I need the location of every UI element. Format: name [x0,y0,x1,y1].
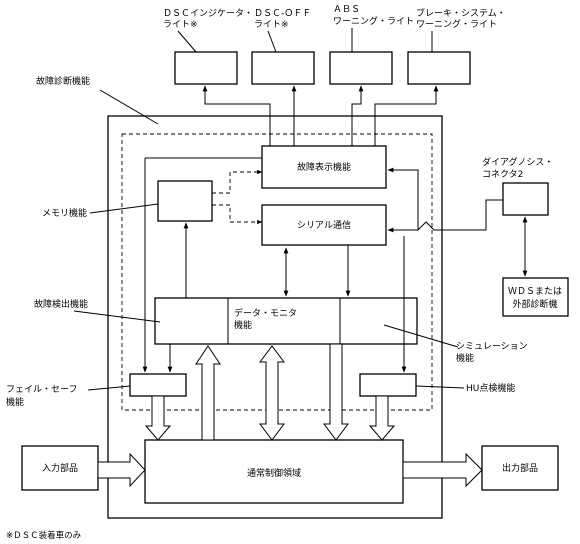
monitor-control-bidir-fat-arrow [259,345,285,441]
footnote: ※ＤＳＣ装着車のみ [6,530,82,541]
lamp-abs-warning-box [329,51,393,85]
arrow-to-abs [351,85,364,146]
memory-block [157,180,213,222]
fault-diagnosis-leader [99,89,159,125]
wds-line1: ＷＤＳまたは [508,286,562,297]
control-to-output-fat-arrow [402,452,483,488]
svg-text:ライト※: ライト※ [254,19,289,30]
serial-comm-text: シリアル通信 [297,219,351,231]
output-parts-text: 出力部品 [502,462,538,474]
memory-label: メモリ機能 [42,207,87,219]
svg-text:ライト※: ライト※ [163,19,198,30]
svg-text:ワーニング・ライト: ワーニング・ライト [333,15,414,27]
fault-display-text: 故障表示機能 [297,161,351,173]
lamp-dsc-indicator-label: ＤＳＣインジケータ・ ライト※ [163,8,253,30]
simulation-leader [383,324,459,348]
diagnosis-area-dashed [121,133,433,411]
normal-control-text: 通常制御領域 [247,467,301,479]
data-monitor-line2: 機能 [234,319,252,331]
svg-text:機能: 機能 [456,352,474,364]
svg-text:ダイアグノシス・: ダイアグノシス・ [482,156,553,168]
output-parts-box [481,445,559,491]
arrow-to-dsc-indicator [202,85,271,146]
memory-leader [89,203,159,214]
memory-to-fault-display [212,169,263,194]
lamp-dsc-off-box [251,51,315,85]
failsafe-block [129,373,187,397]
wds-box [502,277,569,317]
simulation-to-control-fat-arrow [323,343,349,441]
fault-display-block [261,145,387,189]
svg-text:コネクタ2: コネクタ2 [482,169,523,180]
svg-text:ＤＳＣインジケータ・: ＤＳＣインジケータ・ [163,8,253,19]
lamp-dsc-off-label: ＤＳＣ-ＯＦＦ ライト※ [254,9,311,30]
failsafe-leader [87,385,131,391]
failsafe-label: フェイル・セーフ 機能 [6,384,77,408]
diag-connector-box [502,182,549,216]
detection-monitor-block [154,297,418,345]
failsafe-to-control-fat-arrow [144,395,172,441]
lamp-brake-warning-box [407,51,471,85]
input-parts-text: 入力部品 [42,462,78,474]
normal-control-block [144,439,404,504]
svg-text:フェイル・セーフ: フェイル・セーフ [6,384,77,395]
diag-connector-label: ダイアグノシス・ コネクタ2 [482,156,553,180]
fault-detection-leader [73,310,161,323]
svg-text:ＡＢＳ: ＡＢＳ [333,5,360,15]
fault-display-feed [387,167,419,230]
svg-text:シミュレーション: シミュレーション [456,342,528,352]
serial-comm-block [261,204,387,246]
hu-check-leader [415,385,465,389]
lamp-dsc-indicator-box [174,51,238,85]
hu-check-block [359,373,417,397]
fault-detection-label: 故障検出機能 [34,298,88,310]
control-to-detection-fat-arrow [195,345,221,441]
input-to-control-fat-arrow [97,452,146,488]
svg-text:ＤＳＣ-ＯＦＦ: ＤＳＣ-ＯＦＦ [254,9,311,19]
fault-diagnosis-label: 故障診断機能 [36,75,90,87]
memory-to-serial-comm [212,204,263,225]
svg-text:ワーニング・ライト: ワーニング・ライト [416,18,497,30]
hu-check-label: HU点検機能 [466,382,515,394]
data-monitor-line1: データ・モニタ [234,307,297,319]
hu-to-control-fat-arrow [368,395,396,441]
svg-text:ブレーキ・システム・: ブレーキ・システム・ [416,7,506,19]
dsc-off-leader [267,30,277,53]
dsc-indicator-leader [177,30,197,53]
lamp-brake-warning-label: ブレーキ・システム・ ワーニング・ライト [416,7,506,30]
svg-text:機能: 機能 [6,396,24,408]
arrow-to-brake [374,85,439,146]
wds-line2: 外部診断機 [512,298,557,310]
simulation-label: シミュレーション 機能 [456,342,528,364]
lamp-abs-warning-label: ＡＢＳ ワーニング・ライト [333,5,414,27]
